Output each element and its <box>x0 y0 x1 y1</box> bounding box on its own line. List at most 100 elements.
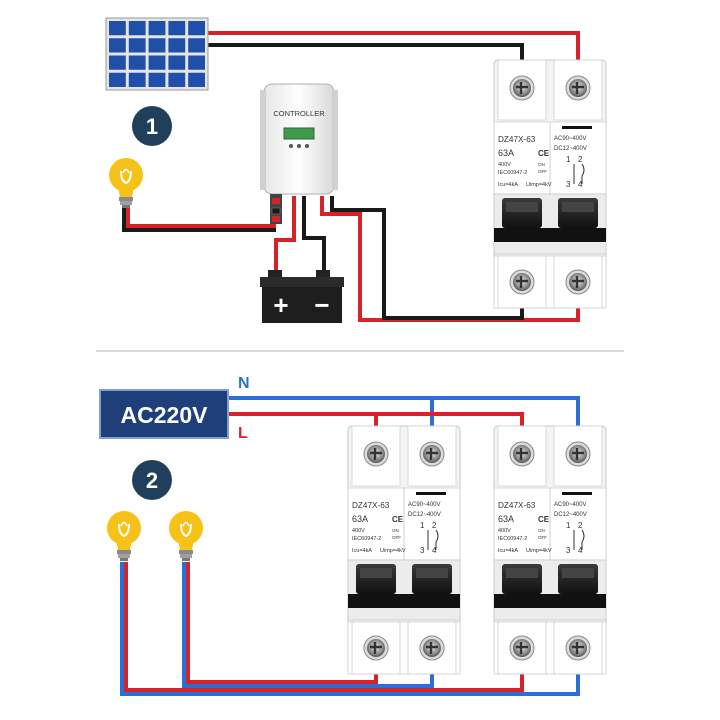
load-black-wire <box>122 208 276 232</box>
battery-positive-wire <box>274 196 296 276</box>
load-red-wire <box>126 208 276 228</box>
step-number-1: 1 <box>146 114 158 139</box>
solar-cell <box>109 38 126 53</box>
screw-terminal-icon <box>418 634 446 662</box>
step-number-2: 2 <box>146 468 158 493</box>
dc-spec: DC12~400V <box>408 512 441 518</box>
breaker-uimp: Uimp=4kV <box>526 548 552 554</box>
bulb1-red-wire <box>124 562 524 692</box>
solar-positive-wire <box>208 31 580 72</box>
off-label: OFF <box>392 535 401 540</box>
solar-cell <box>148 21 166 36</box>
breaker-model: DZ47X-63 <box>498 501 536 510</box>
breaker-rating: 63A <box>352 514 368 524</box>
battery-icon: + − <box>260 270 344 323</box>
breaker-out-negative-wire <box>330 196 524 320</box>
bulb1-blue-wire <box>120 562 580 696</box>
ac-spec: AC90~400V <box>408 502 441 508</box>
breaker-icu: Icu=4kA <box>498 548 518 554</box>
solar-cell <box>168 21 186 36</box>
light-bulb-icon <box>168 510 204 562</box>
on-label: ON <box>538 528 545 533</box>
breaker-standard: IEC60947-2 <box>498 170 527 176</box>
terminal-top-1: 1 <box>420 521 425 530</box>
solar-cell <box>148 55 166 70</box>
terminal-bottom-4: 4 <box>578 180 583 189</box>
solar-negative-wire <box>208 43 524 72</box>
battery-minus-label: − <box>314 290 329 320</box>
battery-negative-wire <box>302 196 326 276</box>
breaker-icu: Icu=4kA <box>498 182 518 188</box>
supply-box: AC220V <box>99 389 229 439</box>
charge-controller-icon: CONTROLLER <box>260 83 338 224</box>
dc-spec: DC12~400V <box>554 512 587 518</box>
breaker-voltage: 400V <box>352 528 365 534</box>
breaker-uimp: Uimp=4kV <box>380 548 406 554</box>
terminal-top-1: 1 <box>566 155 571 164</box>
breaker-voltage: 400V <box>498 528 511 534</box>
terminal-bottom-4: 4 <box>432 546 437 555</box>
light-bulb-icon <box>106 510 142 562</box>
ce-mark: CE <box>538 149 550 158</box>
solar-panel-icon <box>105 17 209 91</box>
solar-cell <box>148 38 166 53</box>
terminal-top-2: 2 <box>432 521 437 530</box>
off-label: OFF <box>538 169 547 174</box>
ac-spec: AC90~400V <box>554 136 587 142</box>
terminal-top-2: 2 <box>578 521 583 530</box>
step-badge-2: 2 <box>132 460 172 500</box>
ce-mark: CE <box>538 515 550 524</box>
controller-label: CONTROLLER <box>273 109 325 118</box>
light-bulb-icon <box>108 157 144 209</box>
screw-terminal-icon <box>508 74 536 102</box>
terminal-bottom-4: 4 <box>578 546 583 555</box>
neutral-label: N <box>238 375 250 392</box>
solar-cell <box>128 55 146 70</box>
terminal-bottom-3: 3 <box>420 546 425 555</box>
dc-spec: DC12~400V <box>554 146 587 152</box>
screw-terminal-icon <box>362 634 390 662</box>
solar-cell <box>148 72 166 87</box>
controller-display <box>283 127 315 140</box>
screw-terminal-icon <box>564 634 592 662</box>
breaker-uimp: Uimp=4kV <box>526 182 552 188</box>
solar-cell <box>109 55 126 70</box>
breaker-model: DZ47X-63 <box>498 135 536 144</box>
live-label: L <box>238 425 248 442</box>
terminal-top-2: 2 <box>578 155 583 164</box>
solar-cell <box>188 55 205 70</box>
breaker-model: DZ47X-63 <box>352 501 390 510</box>
breaker-icu: Icu=4kA <box>352 548 372 554</box>
solar-cell <box>168 38 186 53</box>
circuit-breaker-icon: DZ47X-63 63A CE 400V IEC60947-2 ON OFF Icu=4kA U… <box>493 425 607 675</box>
solar-cell <box>188 72 205 87</box>
ce-mark: CE <box>392 515 404 524</box>
breaker-standard: IEC60947-2 <box>498 536 527 542</box>
screw-terminal-icon <box>564 74 592 102</box>
breaker-rating: 63A <box>498 514 514 524</box>
on-label: ON <box>538 162 545 167</box>
solar-cell <box>188 38 205 53</box>
supply-label: AC220V <box>121 402 209 428</box>
screw-terminal-icon <box>508 440 536 468</box>
step-badge-1: 1 <box>132 106 172 146</box>
screw-terminal-icon <box>564 440 592 468</box>
controller-terminals <box>270 194 282 224</box>
breaker-out-positive-wire <box>320 196 580 322</box>
solar-cell <box>128 21 146 36</box>
solar-cell <box>168 55 186 70</box>
breaker-standard: IEC60947-2 <box>352 536 381 542</box>
solar-cell <box>109 72 126 87</box>
battery-plus-label: + <box>273 290 288 320</box>
solar-cell <box>128 38 146 53</box>
solar-cell <box>168 72 186 87</box>
screw-terminal-icon <box>508 634 536 662</box>
terminal-top-1: 1 <box>566 521 571 530</box>
screw-terminal-icon <box>418 440 446 468</box>
screw-terminal-icon <box>564 268 592 296</box>
off-label: OFF <box>538 535 547 540</box>
solar-cell <box>109 21 126 36</box>
